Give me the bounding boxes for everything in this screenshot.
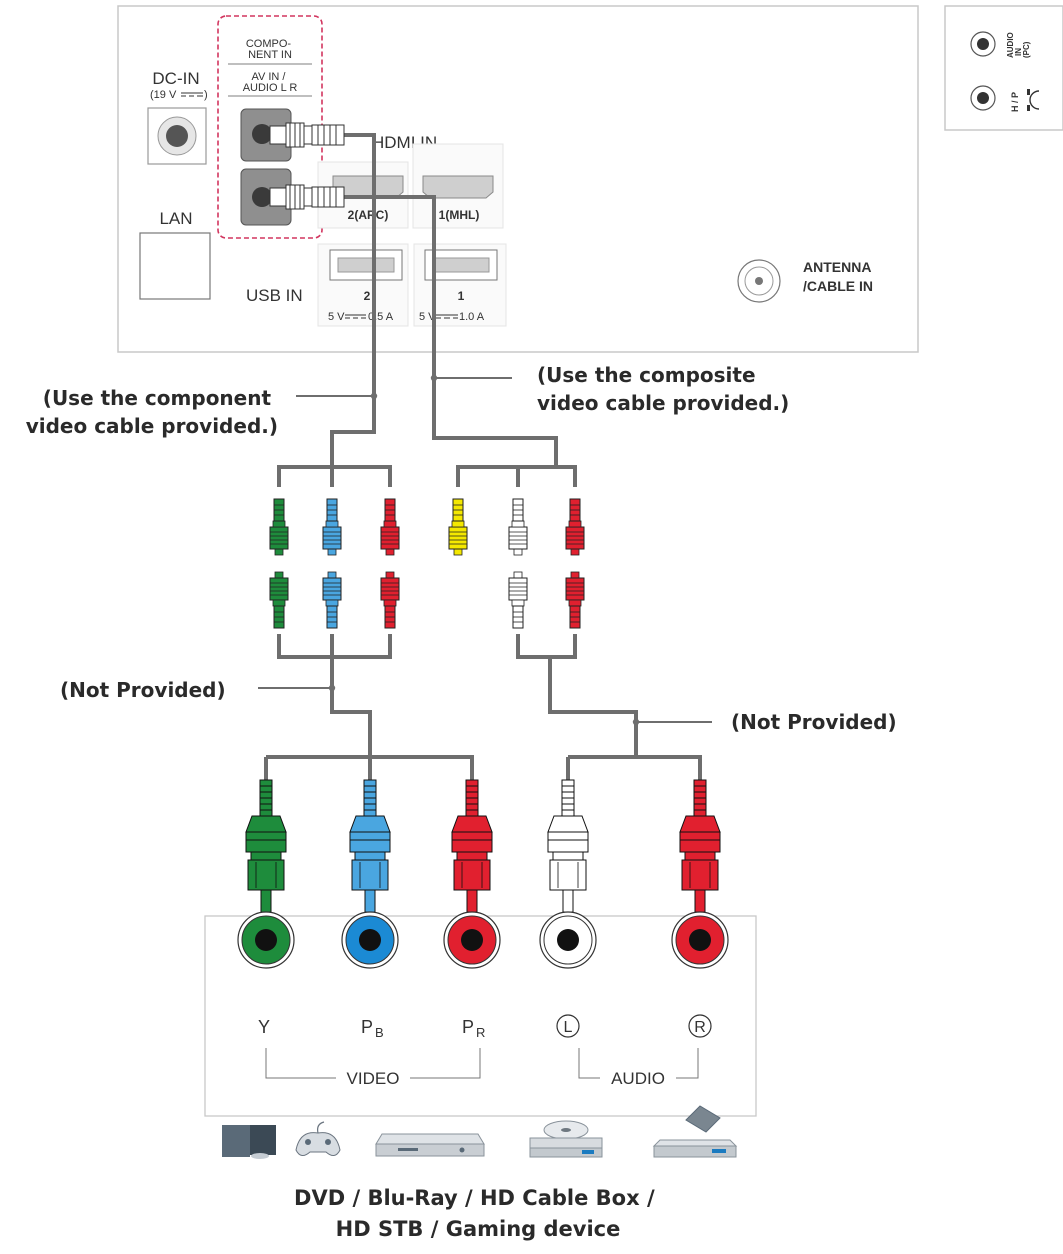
- svg-text:0.5 A: 0.5 A: [368, 311, 394, 323]
- plug-green: [269, 571, 289, 629]
- svg-text:1.0 A: 1.0 A: [459, 311, 485, 323]
- svg-text:(Not Provided): (Not Provided): [60, 678, 226, 702]
- adapter-cable-component: [264, 634, 474, 780]
- usb-in-label: USB IN: [246, 286, 303, 305]
- dc-symbol-icon: [436, 314, 458, 319]
- svg-text:(Not Provided): (Not Provided): [731, 710, 897, 734]
- plug-green: [269, 498, 289, 556]
- jack-y: [237, 911, 295, 969]
- large-plug-blue: [349, 779, 391, 913]
- device-caption: DVD / Blu-Ray / HD Cable Box / HD STB / …: [294, 1186, 662, 1241]
- component-cable-callout: (Use the component video cable provided.…: [26, 386, 278, 438]
- svg-text:1(MHL): 1(MHL): [439, 208, 480, 222]
- svg-text:5 V: 5 V: [328, 311, 345, 323]
- svg-text:): ): [204, 89, 208, 101]
- jack-pb: [341, 911, 399, 969]
- svg-text:2: 2: [364, 289, 371, 303]
- tv-side-plug-composite: [269, 184, 345, 210]
- large-plug-green: [245, 779, 287, 913]
- large-plug-row: [245, 779, 721, 913]
- lan-label: LAN: [159, 209, 192, 228]
- pc-icon: [222, 1125, 276, 1159]
- lan-port[interactable]: LAN: [139, 209, 211, 300]
- svg-text:5 V: 5 V: [419, 311, 436, 323]
- cable-box-icon: [652, 1105, 738, 1158]
- audio-group-label: AUDIO: [611, 1069, 665, 1088]
- dvd-player-icon: [529, 1120, 603, 1158]
- callout-component: (Use the component video cable provided.…: [26, 386, 378, 438]
- component-cable: [277, 133, 392, 487]
- dc-in-rating: (19 V: [150, 89, 177, 101]
- dc-in-label: DC-IN: [152, 69, 199, 88]
- usb-ports: USB IN 2 5 V 0.5 A 1 5 V: [246, 243, 507, 327]
- callout-not-provided-right: (Not Provided): [632, 710, 897, 734]
- adapter-cable-audio: [516, 634, 702, 780]
- dc-symbol-icon: [345, 314, 366, 319]
- plug-red: [565, 571, 585, 629]
- plug-white: [508, 498, 528, 556]
- large-plug-red: [451, 779, 493, 913]
- large-plug-red: [679, 779, 721, 913]
- hdmi-port-1[interactable]: 1(MHL): [422, 175, 494, 222]
- component-in-label: COMPO- NENT IN: [246, 38, 294, 61]
- tv-rear-panel: [117, 5, 919, 353]
- video-group-label: VIDEO: [347, 1069, 400, 1088]
- plug-red: [380, 571, 400, 629]
- headphone-label: H / P: [1010, 92, 1020, 112]
- headphone-jack[interactable]: H / P: [970, 85, 1040, 112]
- side-panel: AUDIO IN (PC) H / P: [944, 5, 1063, 131]
- jack-pr: [443, 911, 501, 969]
- av-in-label: AV IN / AUDIO L R: [243, 71, 298, 94]
- audio-in-label: AUDIO IN (PC): [1006, 30, 1031, 58]
- dc-in-port: DC-IN (19 V ): [147, 69, 208, 165]
- label-y: Y: [258, 1017, 270, 1037]
- plug-white: [508, 571, 528, 629]
- component-jack-bottom[interactable]: [240, 168, 292, 226]
- antenna-label: ANTENNA /CABLE IN: [803, 259, 875, 294]
- plug-blue: [322, 571, 342, 629]
- plug-red: [380, 498, 400, 556]
- antenna-port[interactable]: ANTENNA /CABLE IN: [737, 259, 875, 303]
- component-av-input-group: COMPO- NENT IN AV IN / AUDIO L R: [217, 15, 323, 239]
- svg-text:1: 1: [458, 289, 465, 303]
- tv-side-plug-component: [269, 122, 345, 148]
- upper-plug-row: [269, 498, 585, 556]
- composite-cable-callout: (Use the composite video cable provided.…: [537, 363, 789, 415]
- gamepad-icon: [295, 1121, 341, 1156]
- label-l: L: [564, 1019, 573, 1036]
- composite-cable: [342, 195, 577, 487]
- cable-lines: [264, 133, 702, 780]
- headphone-icon: [1027, 89, 1040, 111]
- callout-composite: (Use the composite video cable provided.…: [430, 363, 789, 415]
- dc-symbol-icon: ): [181, 89, 208, 101]
- plug-blue: [322, 498, 342, 556]
- device-icons: [222, 1105, 738, 1159]
- large-plug-white: [547, 779, 589, 913]
- jack-r: [671, 911, 729, 969]
- svg-text:2(ARC): 2(ARC): [348, 208, 389, 222]
- component-jack-top[interactable]: [240, 108, 292, 162]
- callout-not-provided-left: (Not Provided): [60, 678, 336, 702]
- usb-port-1[interactable]: 1 5 V 1.0 A: [419, 249, 498, 323]
- jack-l: [539, 911, 597, 969]
- lower-plug-row: [269, 571, 585, 629]
- blu-ray-player-icon: [375, 1133, 485, 1157]
- plug-yellow: [448, 498, 468, 556]
- label-r: R: [694, 1019, 706, 1036]
- usb-port-2[interactable]: 2 5 V 0.5 A: [328, 249, 403, 323]
- audio-in-pc-jack[interactable]: AUDIO IN (PC): [970, 30, 1031, 58]
- plug-red: [565, 498, 585, 556]
